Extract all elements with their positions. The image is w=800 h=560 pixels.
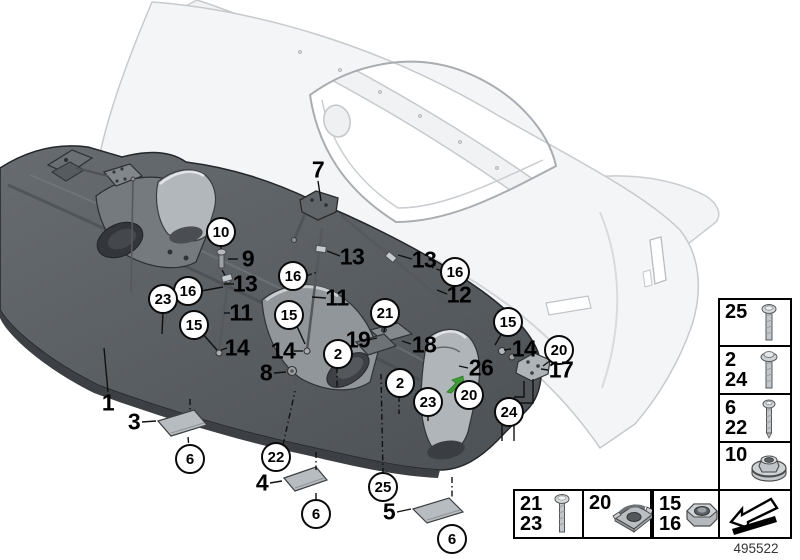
hex-nut-icon [681, 495, 723, 533]
legend-box-direction[interactable] [718, 489, 792, 539]
callout-1-32[interactable]: 1 [101, 389, 115, 416]
callout-8-30[interactable]: 8 [259, 359, 273, 386]
callout-13-11[interactable]: 13 [339, 243, 365, 270]
callout-24-29[interactable]: 24 [494, 397, 524, 427]
callout-4-35[interactable]: 4 [255, 469, 269, 496]
callout-2-21[interactable]: 2 [385, 368, 415, 398]
legend-label: 10 [725, 444, 748, 466]
callout-20-23[interactable]: 20 [454, 380, 484, 410]
legend-label: 20 [589, 492, 612, 514]
legend-label: 2 [725, 349, 737, 371]
callout-14-8[interactable]: 14 [224, 334, 250, 361]
legend-box-20[interactable]: 20 [582, 489, 655, 539]
pad-part-4 [282, 466, 329, 492]
callout-16-12[interactable]: 16 [278, 261, 308, 291]
legend-label: 23 [520, 513, 543, 535]
legend-label: 15 [659, 493, 682, 515]
legend-label: 6 [725, 397, 737, 419]
legend-label: 22 [725, 417, 748, 439]
side-slot [649, 236, 667, 285]
callout-11-6[interactable]: 11 [229, 299, 253, 326]
legend-label: 21 [520, 493, 543, 515]
bracket-part-17 [508, 352, 551, 382]
callout-14-10[interactable]: 14 [270, 337, 296, 364]
pan-screw-icon [542, 492, 582, 536]
callout-10-1[interactable]: 10 [206, 217, 236, 247]
callout-16-4[interactable]: 16 [173, 276, 203, 306]
bracket-part-7 [291, 190, 339, 243]
callout-18-19[interactable]: 18 [411, 331, 437, 358]
callout-25-37[interactable]: 25 [368, 472, 398, 502]
side-slot-small [642, 269, 653, 288]
callout-5-38[interactable]: 5 [382, 498, 396, 525]
legend-box-15-16[interactable]: 15 16 [652, 489, 720, 539]
mounting-bracket-top-left [46, 149, 144, 293]
callout-16-15[interactable]: 16 [440, 257, 470, 287]
stud-part-8 [286, 365, 298, 389]
flange-nut-icon [747, 447, 791, 485]
callout-9-2[interactable]: 9 [241, 245, 255, 272]
callout-20-26[interactable]: 20 [544, 335, 574, 365]
callout-3-33[interactable]: 3 [127, 408, 141, 435]
callout-17-27[interactable]: 17 [548, 356, 574, 383]
flange-bolt-icon [747, 348, 790, 392]
hex-bolt-icon [747, 302, 790, 344]
callout-23-22[interactable]: 23 [413, 387, 443, 417]
bumper-cover [97, 0, 720, 450]
clip-nut-icon [611, 494, 657, 534]
legend-label: 24 [725, 369, 748, 391]
legend-box-21-23[interactable]: 21 23 [513, 489, 584, 539]
callout-15-9[interactable]: 15 [274, 300, 304, 330]
callout-11-13[interactable]: 11 [325, 284, 349, 311]
legend-box-6-22[interactable]: 6 22 [718, 393, 792, 443]
callout-15-7[interactable]: 15 [179, 310, 209, 340]
support-rod-left [215, 273, 234, 357]
legend-box-25[interactable]: 25 [718, 298, 792, 347]
legend-box-2-24[interactable]: 2 24 [718, 345, 792, 395]
adhesive-pads [156, 409, 465, 524]
callout-23-5[interactable]: 23 [148, 284, 178, 314]
callout-13-3[interactable]: 13 [232, 270, 258, 297]
direction-arrow-icon [720, 492, 790, 536]
callout-22-31[interactable]: 22 [261, 442, 291, 472]
leader-lines [103, 180, 552, 526]
callout-2-20[interactable]: 2 [323, 339, 353, 369]
pad-part-3 [156, 409, 209, 437]
legend-label: 16 [659, 513, 682, 535]
callout-12-16[interactable]: 12 [446, 281, 472, 308]
callout-6-34[interactable]: 6 [175, 444, 205, 474]
doc-number: 495522 [733, 541, 779, 556]
washer-cap [323, 104, 351, 138]
screw-icon [747, 396, 790, 440]
callout-6-39[interactable]: 6 [437, 524, 467, 554]
legend-label: 25 [725, 301, 748, 323]
callout-13-14[interactable]: 13 [411, 246, 437, 273]
kidney-grille-opening [308, 60, 558, 224]
callout-26-24[interactable]: 26 [468, 354, 494, 381]
legend-box-10[interactable]: 10 [718, 441, 792, 491]
hardware [46, 149, 551, 524]
lower-slot [545, 295, 592, 316]
support-rod-long [340, 214, 506, 355]
pad-part-5 [411, 497, 465, 524]
callout-14-25[interactable]: 14 [511, 335, 537, 362]
callout-7-0[interactable]: 7 [311, 156, 325, 183]
support-rod-mid [303, 227, 327, 355]
callout-21-17[interactable]: 21 [370, 298, 400, 328]
callout-15-28[interactable]: 15 [493, 307, 523, 337]
callout-6-36[interactable]: 6 [301, 499, 331, 529]
bolt-part-9 [216, 248, 227, 269]
